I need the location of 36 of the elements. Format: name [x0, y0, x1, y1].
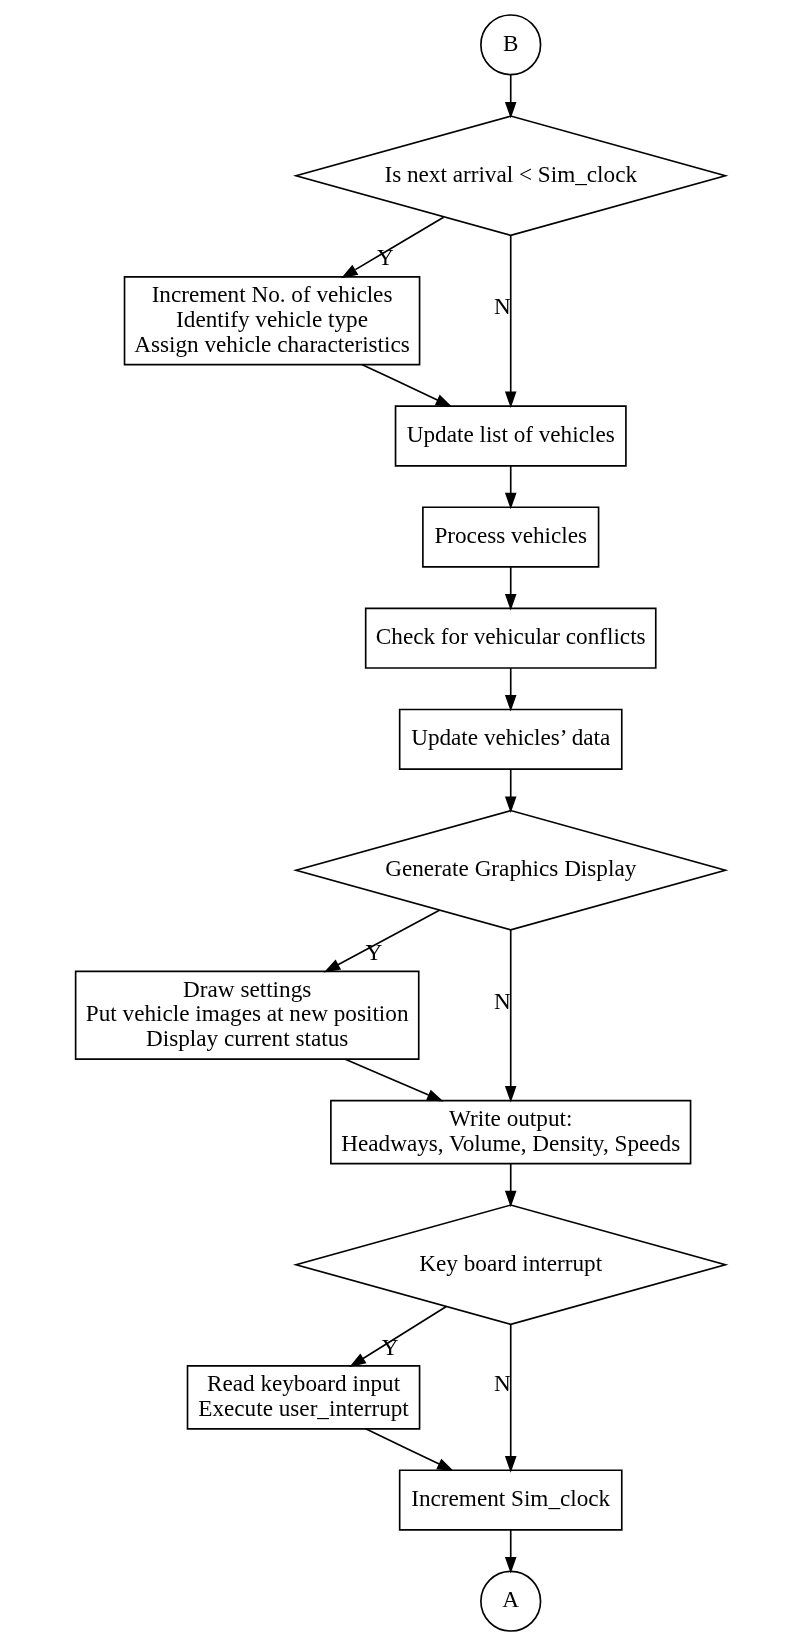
node-box: Check for vehicular conflicts: [364, 607, 657, 669]
edge-label: Y: [381, 1333, 399, 1360]
arrow: [504, 73, 517, 119]
node-box: Write output: Headways, Volume, Density, Speeds: [330, 1099, 692, 1165]
arrow: [504, 1162, 517, 1208]
node-box: Draw settings Put vehicle images at new position Display current status: [74, 970, 420, 1060]
arrow: [504, 768, 517, 814]
arrow: [504, 234, 517, 409]
arrow: [349, 1305, 448, 1368]
arrow: [504, 1324, 517, 1473]
node-diamond: Key board interrupt: [293, 1204, 729, 1326]
edge-label: N: [494, 1370, 511, 1397]
arrow: [504, 1529, 517, 1574]
arrow: [323, 909, 441, 973]
edge-label: Y: [365, 938, 383, 965]
node-box: Update list of vehicles: [394, 405, 627, 467]
arrow: [504, 929, 517, 1103]
arrow: [341, 216, 445, 279]
edge-label: N: [494, 987, 511, 1014]
node-diamond: Generate Graphics Display: [293, 809, 729, 931]
node-diamond: Is next arrival < Sim_clock: [293, 115, 729, 237]
node-box: Process vehicles: [422, 506, 600, 568]
node-circle: A: [480, 1570, 542, 1632]
arrow: [361, 363, 453, 407]
node-box: Increment No. of vehicles Identify vehicle type Assign vehicle characteristics: [123, 276, 421, 366]
node-circle: B: [480, 14, 542, 76]
edge-label: N: [494, 293, 511, 320]
arrow: [504, 465, 517, 510]
arrow: [364, 1428, 454, 1472]
node-box: Update vehicles’ data: [398, 708, 623, 770]
node-box: Read keyboard input Execute user_interrupt: [186, 1365, 421, 1430]
arrow: [344, 1058, 444, 1102]
arrow: [504, 667, 517, 712]
arrow: [504, 566, 517, 611]
node-box: Increment Sim_clock: [398, 1469, 623, 1531]
edge-label: Y: [377, 244, 394, 271]
